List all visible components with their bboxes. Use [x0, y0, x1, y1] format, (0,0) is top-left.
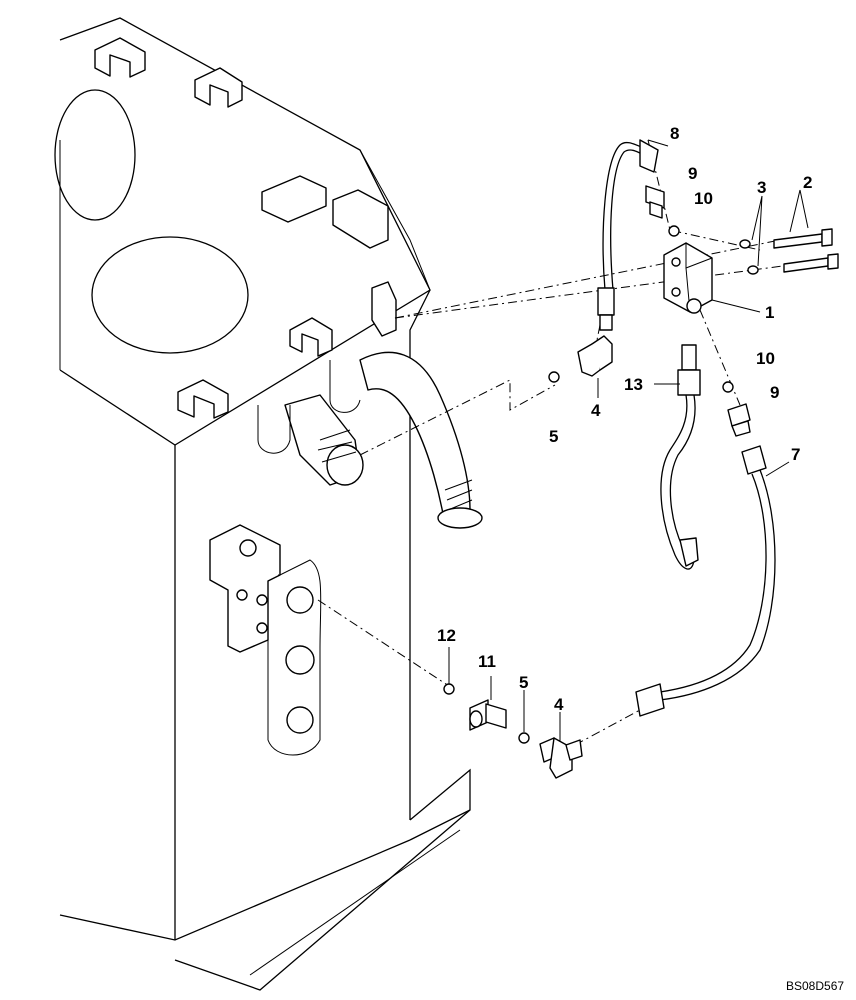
callout-3: 3: [757, 178, 766, 197]
callout-12: 12: [437, 626, 456, 645]
o-ring-10-upper: [668, 225, 680, 237]
elbow-fitting-4-lower: [539, 737, 583, 779]
tank-port: [371, 281, 397, 337]
callout-10-upper: 10: [694, 189, 713, 208]
hose-assembly-13: [660, 344, 701, 570]
callout-5-lower: 5: [519, 673, 528, 692]
callout-2: 2: [803, 173, 812, 192]
callout-13: 13: [624, 375, 643, 394]
leader-lines: [448, 139, 809, 742]
return-hose: [257, 360, 364, 486]
washer-3: [739, 239, 759, 275]
hydraulic-tank: [54, 17, 471, 991]
tank-valve-block: [209, 524, 322, 756]
o-ring-5-upper: [548, 371, 560, 383]
o-ring-10-lower: [722, 381, 734, 393]
callout-11: 11: [478, 652, 496, 671]
o-ring-12: [443, 683, 455, 695]
callout-1: 1: [765, 303, 774, 322]
assembly-centerlines: [317, 139, 791, 746]
connector-9-lower: [727, 403, 751, 437]
hose-assembly-8: [597, 139, 659, 331]
bolt-2: [773, 228, 839, 273]
elbow-fitting-4-upper: [577, 335, 613, 377]
callout-4-lower: 4: [554, 695, 564, 714]
tee-fitting-11: [469, 699, 507, 731]
manifold-block-1: [663, 242, 713, 314]
callout-10-lower: 10: [756, 349, 775, 368]
callout-8: 8: [670, 124, 679, 143]
callout-9-lower: 9: [770, 383, 779, 402]
callout-5-upper: 5: [549, 427, 558, 446]
callout-labels: 1 2 3 4 4 5 5 7 8 9 9 10 10 11 12 13: [437, 124, 812, 714]
mounting-bracket: [94, 37, 389, 419]
drawing-code: BS08D567: [786, 979, 844, 993]
callout-4-upper: 4: [591, 401, 601, 420]
connector-9-upper: [645, 185, 665, 219]
hose-assembly-7: [635, 445, 776, 717]
o-ring-5-lower: [518, 732, 530, 744]
callout-9-upper: 9: [688, 164, 697, 183]
suction-hose: [359, 351, 483, 529]
callout-7: 7: [791, 445, 800, 464]
